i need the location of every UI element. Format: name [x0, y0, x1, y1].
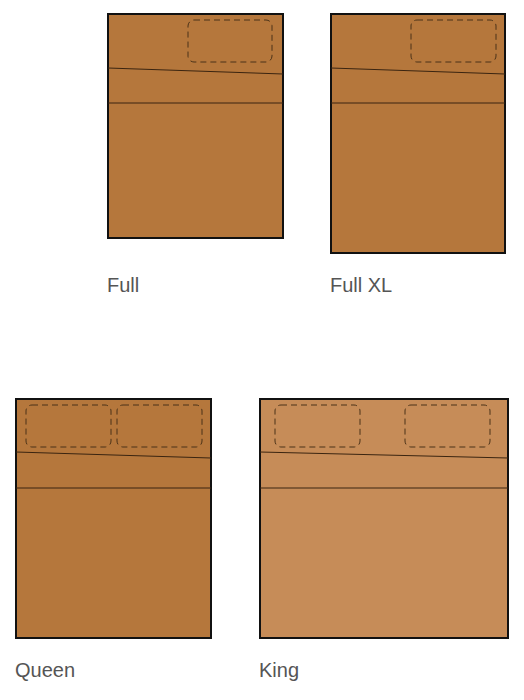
- size-label: King: [259, 658, 299, 682]
- full-bed: [108, 14, 283, 238]
- full-xl-bed: [331, 14, 505, 253]
- size-label: Full: [107, 273, 139, 297]
- size-label: Full XL: [330, 273, 392, 297]
- queen-bed: [16, 399, 211, 638]
- size-label: Queen: [15, 658, 75, 682]
- king-bed: [260, 399, 508, 638]
